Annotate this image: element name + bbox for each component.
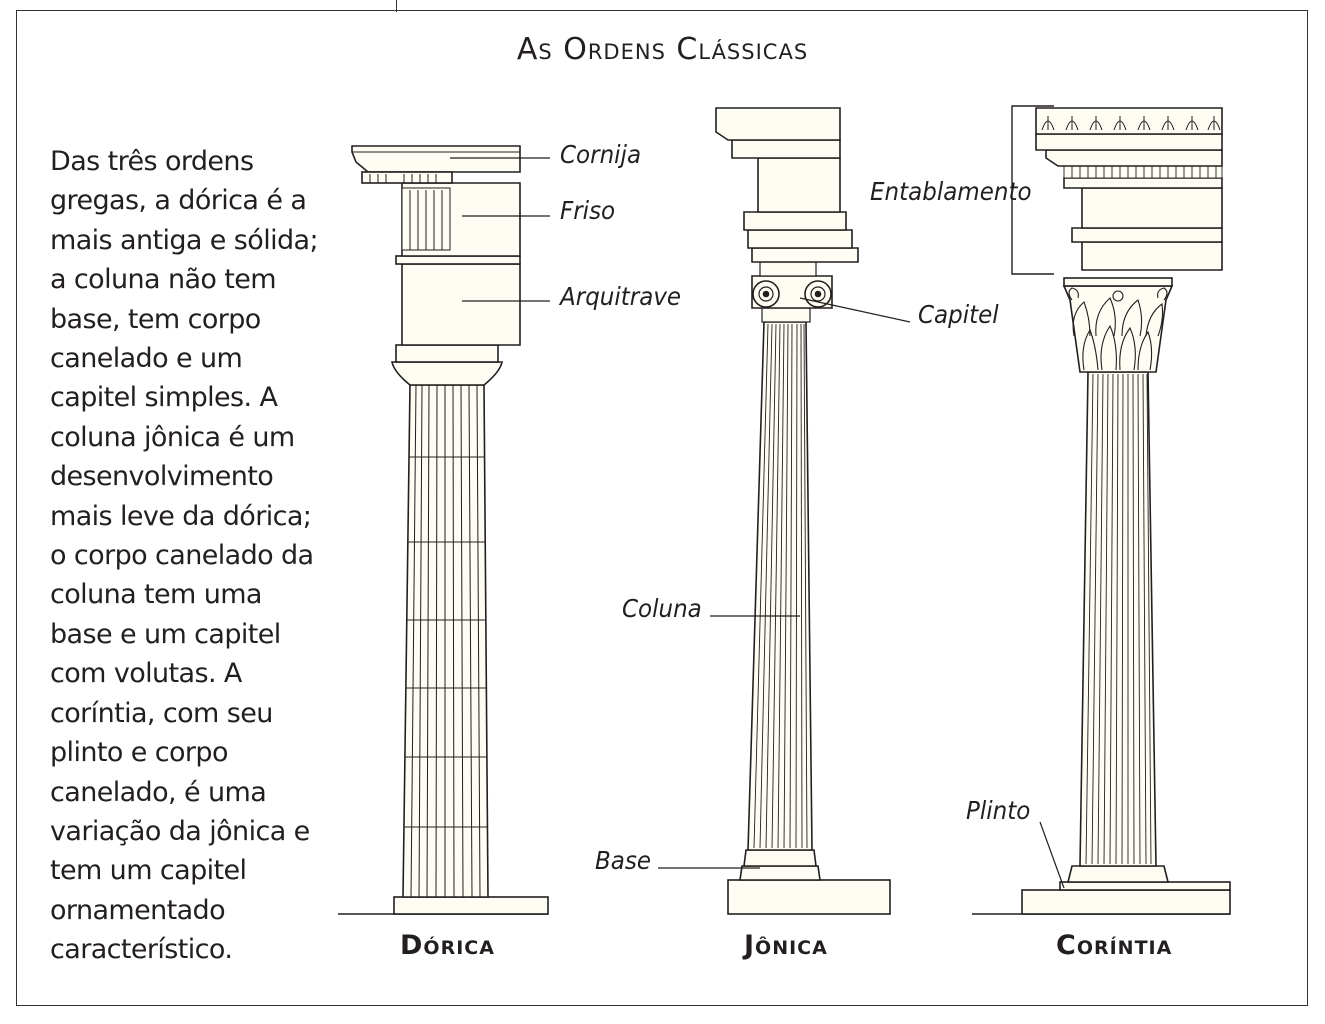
label-base: Base — [595, 846, 652, 875]
label-capitel: Capitel — [918, 300, 999, 329]
ionic-necking — [761, 307, 811, 323]
description-line: coríntia, com seu — [50, 697, 273, 729]
plinto-leader — [1039, 821, 1065, 889]
description-line: gregas, a dórica é a — [50, 185, 307, 217]
label-plinto: Plinto — [966, 796, 1031, 825]
ionic-column — [658, 107, 911, 915]
doric-cornice — [351, 145, 521, 173]
ionic-shaft-flutes — [753, 323, 808, 849]
doric-column — [338, 145, 550, 915]
label-coluna: Coluna — [622, 594, 702, 623]
corinthian-column — [972, 105, 1231, 915]
doric-architrave — [401, 263, 521, 346]
doric-shaft-drums — [404, 456, 487, 828]
description-line: base e um capitel — [50, 618, 281, 650]
anthemion-ornament — [1041, 116, 1221, 131]
doric-shaft-flutes — [410, 384, 481, 898]
description-line: a coluna não tem — [50, 264, 277, 296]
description-line: canelado, é uma — [50, 776, 267, 808]
description-line: com volutas. A — [50, 658, 242, 690]
corinthian-frieze — [1081, 187, 1223, 229]
description-line: desenvolvimento — [50, 461, 274, 493]
doric-abacus — [395, 344, 499, 363]
corinthian-sima — [1035, 107, 1223, 135]
corinthian-plinth — [1059, 881, 1231, 891]
ionic-architrave — [751, 247, 859, 263]
doric-triglyph — [401, 187, 451, 251]
corinthian-abacus — [1063, 277, 1173, 287]
description-line: capitel simples. A — [50, 382, 278, 414]
description-line: característico. — [50, 934, 233, 966]
corinthian-dentils — [1063, 165, 1223, 179]
corinthian-architrave — [1081, 241, 1223, 271]
description-line: mais antiga e sólida; — [50, 224, 319, 256]
doric-taenia — [395, 255, 521, 265]
corinthian-cornice — [1045, 149, 1223, 167]
crop-mark — [396, 0, 397, 12]
corinthian-base — [1066, 865, 1170, 883]
description-line: coluna tem uma — [50, 579, 262, 611]
description-line: o corpo canelado da — [50, 540, 314, 572]
label-entablamento: Entablamento — [870, 177, 1032, 206]
ionic-abacus — [759, 261, 817, 277]
ionic-shaft — [747, 321, 813, 851]
description-line: coluna jônica é um — [50, 421, 295, 453]
corinthian-stylobate — [1021, 889, 1231, 915]
doric-mutules — [361, 171, 453, 184]
figure-title: As Ordens Clássicas — [516, 32, 809, 67]
acanthus-leaves — [1068, 287, 1168, 371]
order-name-ionic: Jônica — [744, 930, 828, 961]
description-line: tem um capitel — [50, 855, 247, 887]
label-arquitrave: Arquitrave — [560, 282, 682, 311]
ionic-frieze — [757, 157, 841, 213]
description-text: Das três ordens gregas, a dórica é a mai… — [50, 142, 350, 970]
description-line: Das três ordens — [50, 146, 254, 177]
order-name-corinthian: Coríntia — [1056, 930, 1173, 961]
corinthian-capital — [1062, 285, 1174, 373]
label-friso: Friso — [560, 196, 616, 225]
corinthian-shaft-flutes — [1085, 373, 1152, 865]
ionic-base — [739, 865, 821, 881]
description-line: base, tem corpo — [50, 303, 261, 335]
doric-echinus — [391, 361, 503, 386]
label-cornija: Cornija — [560, 140, 642, 169]
description-line: canelado e um — [50, 343, 243, 375]
capitel-leader — [799, 297, 911, 323]
description-line: ornamentado — [50, 894, 226, 926]
order-name-doric: Dórica — [400, 930, 495, 961]
ionic-cornice — [731, 139, 841, 159]
description-line: variação da jônica e — [50, 815, 310, 847]
entablamento-bracket — [1011, 105, 1054, 275]
description-line: mais leve da dórica; — [50, 500, 312, 532]
description-line: plinto e corpo — [50, 737, 228, 769]
doric-stylobate — [393, 896, 549, 915]
ionic-plinth — [727, 879, 891, 915]
